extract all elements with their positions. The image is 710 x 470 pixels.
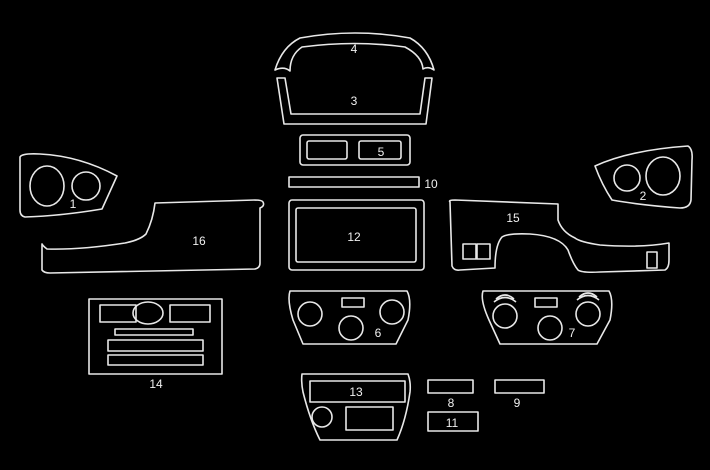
part-14-radio-panel: 14 xyxy=(88,298,223,391)
part-11-plate: 11 xyxy=(427,411,479,432)
part-9-strip: 9 xyxy=(494,379,545,410)
part-15-right-dash-panel: 15 xyxy=(448,199,670,274)
part-3-label: 3 xyxy=(351,94,358,108)
part-13-lower-console: 13 xyxy=(300,373,412,441)
part-16-label: 16 xyxy=(192,234,206,248)
part-4-label: 4 xyxy=(351,42,358,56)
part-6-climate-panel: 6 xyxy=(288,290,411,345)
part-13-label: 13 xyxy=(349,385,363,399)
part-12-label: 12 xyxy=(347,230,361,244)
part-10-label: 10 xyxy=(424,177,438,191)
part-10-strip: 10 xyxy=(288,176,438,191)
part-14-label: 14 xyxy=(149,377,163,391)
part-2-right-gauge-bezel: 2 xyxy=(594,145,693,209)
part-5-label: 5 xyxy=(378,145,385,159)
part-11-label: 11 xyxy=(446,416,459,430)
part-6-label: 6 xyxy=(375,326,382,340)
part-9-label: 9 xyxy=(514,396,521,410)
part-8-label: 8 xyxy=(448,396,455,410)
part-15-label: 15 xyxy=(506,211,520,225)
part-5-switch-panel: 5 xyxy=(299,134,411,166)
part-12-center-screen-frame: 12 xyxy=(288,199,425,271)
part-3-display-frame: 3 xyxy=(276,77,433,125)
part-1-label: 1 xyxy=(70,197,77,211)
part-4-top-arch-trim: 4 xyxy=(274,32,435,72)
part-7-climate-panel: 7 xyxy=(481,290,613,345)
part-2-label: 2 xyxy=(640,189,647,203)
part-16-left-dash-panel: 16 xyxy=(41,199,265,274)
part-8-strip: 8 xyxy=(427,379,474,410)
part-1-left-gauge-bezel: 1 xyxy=(19,153,118,218)
part-7-label: 7 xyxy=(569,326,576,340)
